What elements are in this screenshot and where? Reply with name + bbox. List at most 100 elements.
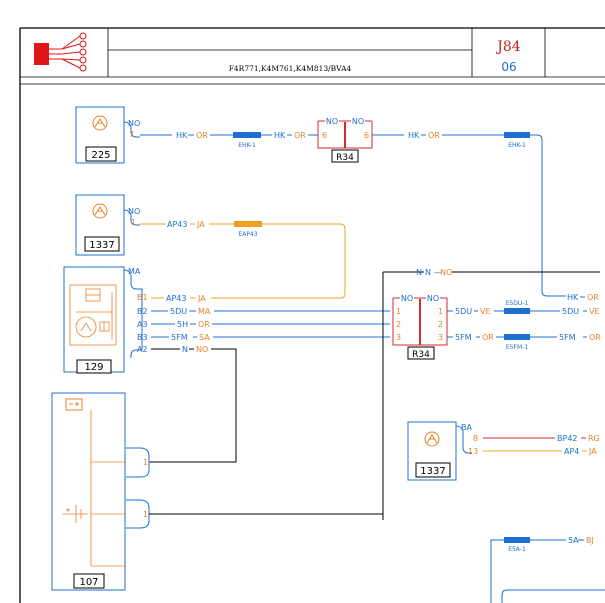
pin-label: 3 <box>396 333 401 342</box>
wire-color: JA <box>588 447 597 456</box>
splice-label: EHK-1 <box>238 142 256 149</box>
pin-label: 6 <box>364 131 369 140</box>
wire-color: OR <box>589 333 601 342</box>
component-1337-a: 1337 NO 1 <box>75 194 140 256</box>
pin-label: B3 <box>137 333 148 342</box>
splice-label: E5DU-1 <box>506 300 529 307</box>
wire-code: AP4 <box>564 447 579 456</box>
wire-code: 5FM <box>171 333 188 342</box>
sensor-icon <box>92 115 108 131</box>
wire-color: OR <box>428 131 440 140</box>
connector-r34-middle: N NO N — NO NO NO 1 2 3 1 2 3 R34 <box>382 268 600 520</box>
wire-color: OR <box>198 320 210 329</box>
connector-label: R34 <box>336 153 354 163</box>
sensor-icon <box>424 431 440 447</box>
pin-header: MA <box>128 267 141 276</box>
wire-code: 5A <box>568 536 579 545</box>
wire-color: OR <box>196 131 208 140</box>
wire-5fm-r34-out: 5FM OR E5FM-1 5FM OR <box>447 333 601 351</box>
component-id: 1337 <box>420 466 445 477</box>
component-id: 129 <box>84 362 103 373</box>
pin-label: 13 <box>468 447 478 456</box>
wire-5du-r34-out: 5DU VE E5DU-1 5DU VE <box>447 300 600 316</box>
connector-logo-icon <box>34 32 87 72</box>
component-129: 129 MA B1 B2 A3 B3 A2 <box>63 266 148 374</box>
pin-label: 1 <box>438 307 443 316</box>
wire-code: HK <box>567 293 579 302</box>
wire-color: VE <box>589 307 600 316</box>
wire-ap43-1337: AP43 JA EAP43 <box>140 220 346 299</box>
svg-text:—: — <box>434 268 442 277</box>
wire-hk-r34-out: HK OR EHK-1 <box>372 131 566 297</box>
wire-hk-225: HK OR EHK-1 HK OR <box>140 131 318 149</box>
page-frame <box>19 27 605 603</box>
page-number: 06 <box>501 60 516 74</box>
svg-text:NO: NO <box>440 268 452 277</box>
wire-code: HK <box>176 131 188 140</box>
pin-label: 1 <box>143 458 148 467</box>
flowmeter-icon <box>69 284 117 346</box>
svg-text:N: N <box>425 268 431 277</box>
pin-label: 1 <box>396 307 401 316</box>
wire-5fm-129: 5FM SA <box>151 333 390 342</box>
wire-code: AP43 <box>166 294 186 303</box>
component-107: 107 1 1 <box>51 392 384 591</box>
wire-code: AP43 <box>167 220 187 229</box>
pin-label: 1 <box>143 510 148 519</box>
wire-code: N <box>182 345 188 354</box>
battery-icon <box>65 398 83 411</box>
pin-header: NO <box>128 207 140 216</box>
splice-e5du1 <box>504 308 530 314</box>
wire-code: 5DU <box>455 307 472 316</box>
splice-label: E5A-1 <box>508 546 526 553</box>
pin-label: 6 <box>322 131 327 140</box>
wire-code: 5DU <box>170 307 187 316</box>
wire-color: JA <box>197 294 206 303</box>
wire-ap4: AP4 JA <box>483 447 597 456</box>
wire-color: RG <box>588 434 600 443</box>
sensor-icon <box>92 203 108 219</box>
wire-color: MA <box>198 307 211 316</box>
connector-header: NO <box>401 294 413 303</box>
splice-ehk1-a <box>233 132 261 138</box>
pin-label: 2 <box>396 320 401 329</box>
pin-label: 7 <box>129 130 134 139</box>
wire-code: N <box>416 268 422 277</box>
splice-label: E5FM-1 <box>506 344 528 351</box>
splice-ehk1-b <box>504 132 530 138</box>
wire-color: OR <box>482 333 494 342</box>
wire-code: BP42 <box>557 434 578 443</box>
wire-hk-right: HK OR <box>567 293 599 302</box>
pin-label: A2 <box>137 345 148 354</box>
wire-5a: E5A-1 5A BJ <box>490 536 605 603</box>
component-1337-b: 1337 BA 8 13 <box>407 421 478 481</box>
pin-label: B1 <box>137 293 148 302</box>
wire-5h-129: 5H OR <box>151 320 390 329</box>
wire-color: VE <box>480 307 491 316</box>
connector-header: NO <box>427 294 439 303</box>
wire-color: BJ <box>586 536 594 545</box>
wire-code: HK <box>408 131 420 140</box>
splice-label: EHK-1 <box>508 142 526 149</box>
page-code: J84 <box>495 39 521 55</box>
splice-label: EAP43 <box>238 231 257 238</box>
pin-label: A3 <box>137 320 148 329</box>
component-id: 107 <box>79 577 98 588</box>
wire-color: SA <box>199 333 210 342</box>
wire-code: 5DU <box>562 307 579 316</box>
wire-code: 5FM <box>455 333 472 342</box>
wire-color: JA <box>196 220 205 229</box>
wire-code: 5FM <box>559 333 576 342</box>
wire-color: OR <box>587 293 599 302</box>
wire-ap43-129: AP43 JA <box>151 294 206 303</box>
pin-label: 3 <box>438 333 443 342</box>
splice-eap43 <box>234 221 262 227</box>
wire-n-129: N NO <box>149 345 237 463</box>
connector-header: NO <box>352 117 364 126</box>
wire-5du-129: 5DU MA <box>151 307 390 316</box>
wire-color: OR <box>294 131 306 140</box>
connector-r34-top: NO NO 6 6 R34 <box>317 117 373 163</box>
pin-label: B2 <box>137 307 148 316</box>
pin-header: BA <box>461 423 472 432</box>
vehicle-references: F4R771,K4M761,K4M813/BVA4 <box>229 64 352 73</box>
